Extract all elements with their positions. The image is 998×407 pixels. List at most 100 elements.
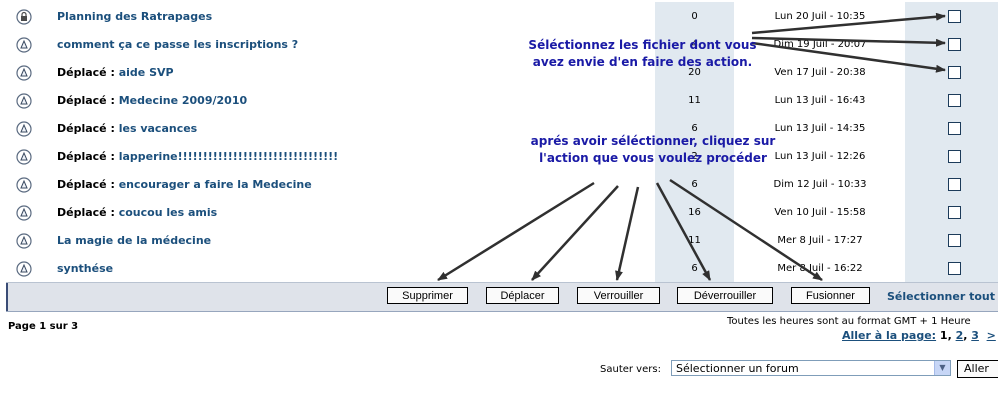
timezone-info: Toutes les heures sont au format GMT + 1…: [727, 316, 971, 327]
goto-page-label: Aller à la page:: [842, 329, 937, 342]
unlock-button[interactable]: Déverrouiller: [677, 287, 773, 304]
topic-icon: [16, 177, 32, 193]
page-link-2[interactable]: 2: [955, 329, 964, 342]
topic-title: Déplacé : les vacances: [57, 122, 197, 135]
moved-prefix: Déplacé :: [57, 150, 115, 163]
merge-button[interactable]: Fusionner: [791, 287, 870, 304]
topic-checkbox[interactable]: [948, 234, 961, 247]
topic-link[interactable]: comment ça ce passe les inscriptions ?: [57, 38, 299, 51]
topic-icon: [16, 121, 32, 137]
topic-checkbox[interactable]: [948, 262, 961, 275]
forum-select-value: Sélectionner un forum: [676, 362, 799, 375]
checkbox-cell: [905, 198, 998, 226]
topic-checkbox[interactable]: [948, 206, 961, 219]
topic-icon: [16, 65, 32, 81]
topic-link[interactable]: lapperine!!!!!!!!!!!!!!!!!!!!!!!!!!!!!!!…: [118, 150, 339, 163]
forum-select[interactable]: Sélectionner un forum ▼: [671, 360, 951, 376]
topic-icon: [16, 37, 32, 53]
topic-row: Déplacé : lapperine!!!!!!!!!!!!!!!!!!!!!…: [0, 142, 998, 170]
topic-link[interactable]: synthése: [57, 262, 114, 275]
topic-title: Déplacé : aide SVP: [57, 66, 174, 79]
page-link-3[interactable]: 3: [971, 329, 979, 342]
topic-link[interactable]: les vacances: [118, 122, 198, 135]
replies-count: 2: [655, 142, 734, 170]
topic-title: Déplacé : Medecine 2009/2010: [57, 94, 247, 107]
replies-count: 6: [655, 170, 734, 198]
last-post-date: Lun 13 Juil - 14:35: [735, 114, 905, 142]
last-post-date: Mer 8 Juil - 17:27: [735, 226, 905, 254]
annotation-action-line1: aprés avoir séléctionner, cliquez sur: [530, 134, 776, 148]
topic-link[interactable]: Planning des Ratrapages: [57, 10, 213, 23]
topic-icon: [16, 261, 32, 277]
checkbox-cell: [905, 170, 998, 198]
replies-count: 11: [655, 226, 734, 254]
topic-checkbox[interactable]: [948, 66, 961, 79]
delete-button[interactable]: Supprimer: [387, 287, 468, 304]
topic-icon: [16, 93, 32, 109]
moved-prefix: Déplacé :: [57, 206, 115, 219]
moved-prefix: Déplacé :: [57, 66, 115, 79]
topic-checkbox[interactable]: [948, 38, 961, 51]
topic-checkbox[interactable]: [948, 122, 961, 135]
last-post-date: Lun 13 Juil - 12:26: [735, 142, 905, 170]
page-info: Page 1 sur 3: [8, 321, 79, 332]
checkbox-cell: [905, 58, 998, 86]
checkbox-cell: [905, 30, 998, 58]
topic-link[interactable]: coucou les amis: [118, 206, 218, 219]
chevron-down-icon[interactable]: ▼: [934, 361, 950, 375]
topic-icon: [16, 205, 32, 221]
annotation-action: aprés avoir séléctionner, cliquez sur l'…: [522, 133, 784, 167]
next-page-link[interactable]: >: [986, 329, 996, 342]
move-button[interactable]: Déplacer: [486, 287, 559, 304]
topic-row: Déplacé : encourager a faire la Medecine…: [0, 170, 998, 198]
topic-link[interactable]: aide SVP: [118, 66, 174, 79]
go-button[interactable]: Aller: [957, 360, 998, 378]
checkbox-cell: [905, 226, 998, 254]
topic-checkbox[interactable]: [948, 150, 961, 163]
moved-prefix: Déplacé :: [57, 122, 115, 135]
checkbox-cell: [905, 114, 998, 142]
last-post-date: Dim 12 Juil - 10:33: [735, 170, 905, 198]
topic-checkbox[interactable]: [948, 178, 961, 191]
locked-topic-icon: [16, 9, 32, 25]
topic-link[interactable]: encourager a faire la Medecine: [118, 178, 312, 191]
jump-label: Sauter vers:: [600, 364, 661, 375]
replies-count: 4: [655, 30, 734, 58]
replies-count: 0: [655, 2, 734, 30]
annotation-select-line1: Séléctionnez les fichier dont vous: [528, 38, 757, 52]
checkbox-cell: [905, 86, 998, 114]
topic-title: Planning des Ratrapages: [57, 10, 212, 23]
topic-title: Déplacé : encourager a faire la Medecine: [57, 178, 312, 191]
annotation-action-line2: l'action que vous voulez procéder: [539, 151, 767, 165]
current-page: 1: [939, 329, 948, 342]
replies-count: 16: [655, 198, 734, 226]
select-all-link[interactable]: Sélectionner tout: [887, 290, 996, 303]
last-post-date: Lun 13 Juil - 16:43: [735, 86, 905, 114]
last-post-date: Lun 20 Juil - 10:35: [735, 2, 905, 30]
checkbox-cell: [905, 254, 998, 282]
moved-prefix: Déplacé :: [57, 94, 115, 107]
lock-button[interactable]: Verrouiller: [577, 287, 660, 304]
pagination: Aller à la page: 1, 2, 3 >: [842, 329, 996, 342]
topic-checkbox[interactable]: [948, 10, 961, 23]
replies-count: 6: [655, 254, 734, 282]
topic-link[interactable]: La magie de la médecine: [57, 234, 212, 247]
checkbox-cell: [905, 2, 998, 30]
topic-title: Déplacé : coucou les amis: [57, 206, 217, 219]
topic-link[interactable]: Medecine 2009/2010: [118, 94, 248, 107]
last-post-date: Mer 8 Juil - 16:22: [735, 254, 905, 282]
moved-prefix: Déplacé :: [57, 178, 115, 191]
checkbox-cell: [905, 142, 998, 170]
last-post-date: Ven 10 Juil - 15:58: [735, 198, 905, 226]
annotation-select-line2: avez envie d'en faire des action.: [532, 55, 753, 69]
topic-title: comment ça ce passe les inscriptions ?: [57, 38, 298, 51]
replies-count: 11: [655, 86, 734, 114]
topic-checkbox[interactable]: [948, 94, 961, 107]
annotation-select: Séléctionnez les fichier dont vous avez …: [520, 37, 765, 71]
replies-count: 20: [655, 58, 734, 86]
topic-title: Déplacé : lapperine!!!!!!!!!!!!!!!!!!!!!…: [57, 150, 338, 163]
